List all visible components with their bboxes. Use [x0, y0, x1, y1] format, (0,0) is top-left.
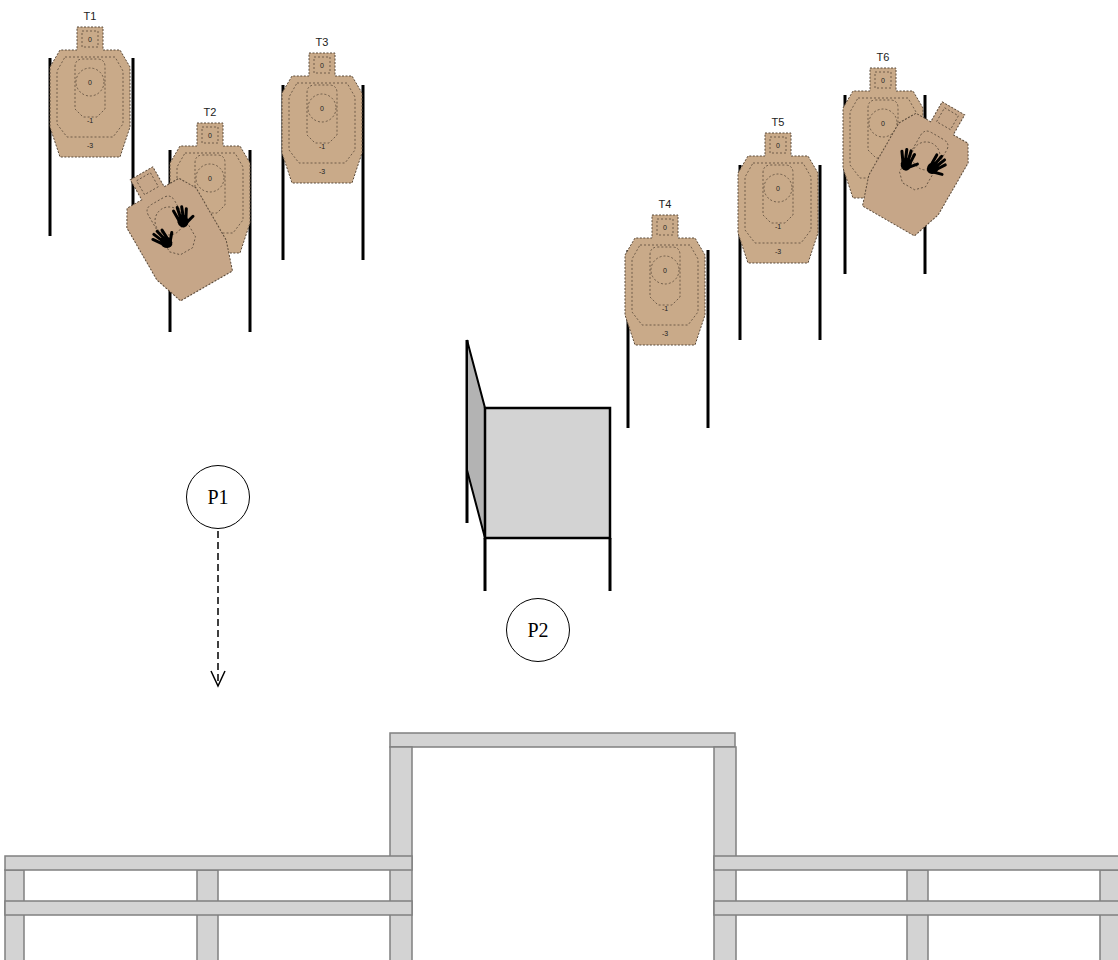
score-zone-value: 0 — [88, 79, 92, 86]
target: T3 0 0 -1 -3 — [277, 35, 367, 190]
score-zone-value: 0 — [881, 77, 885, 84]
movement-arrow — [211, 531, 225, 686]
target-drawing — [277, 35, 367, 190]
score-zone-value: -3 — [87, 142, 93, 149]
hand-icon — [151, 224, 178, 251]
score-zone-value: 0 — [208, 175, 212, 182]
score-zone-value: 0 — [663, 267, 667, 274]
score-zone-value: 0 — [881, 120, 885, 127]
score-zone-value: -1 — [662, 305, 668, 312]
target: T5 0 0 -1 -3 — [733, 115, 823, 270]
score-zone-value: 0 — [776, 185, 780, 192]
score-zone-value: 0 — [88, 36, 92, 43]
score-zone-value: -1 — [87, 117, 93, 124]
hand-icon — [899, 149, 920, 173]
target: T6 0 0 — [838, 50, 928, 205]
hand-icon — [924, 153, 951, 180]
fault-line-fence — [5, 733, 1118, 960]
target-shape — [625, 215, 705, 345]
position-marker: P1 — [186, 465, 250, 529]
score-zone-value: 0 — [663, 224, 667, 231]
target-label: T4 — [659, 199, 672, 210]
score-zone-value: -1 — [775, 223, 781, 230]
score-zone-value: 0 — [320, 62, 324, 69]
target-drawing — [165, 105, 255, 260]
position-marker: P2 — [506, 598, 570, 662]
no-shoot-target — [107, 153, 241, 306]
target-shape — [282, 53, 362, 183]
position-label: P2 — [527, 620, 548, 640]
score-zone-value: -1 — [319, 143, 325, 150]
target-label: T5 — [772, 117, 785, 128]
target-drawing — [45, 9, 135, 164]
target-shape — [738, 133, 818, 263]
target-drawing — [620, 197, 710, 352]
score-zone-value: -3 — [662, 330, 668, 337]
target-label: T2 — [204, 107, 217, 118]
barricade-wall — [467, 340, 610, 591]
target: T4 0 0 -1 -3 — [620, 197, 710, 352]
hand-icon — [173, 204, 195, 229]
target: T1 0 0 -1 -3 — [45, 9, 135, 164]
no-shoot-target — [854, 88, 988, 241]
target-label: T3 — [316, 37, 329, 48]
target: T2 0 0 — [165, 105, 255, 260]
score-zone-value: 0 — [776, 142, 780, 149]
target-label: T6 — [877, 52, 890, 63]
score-zone-value: 0 — [208, 132, 212, 139]
target-stands — [50, 58, 925, 428]
target-drawing — [838, 50, 928, 205]
score-zone-value: 0 — [320, 105, 324, 112]
score-zone-value: -3 — [319, 168, 325, 175]
target-shape — [50, 27, 130, 157]
position-label: P1 — [207, 487, 228, 507]
target-label: T1 — [84, 11, 97, 22]
score-zone-value: -3 — [775, 248, 781, 255]
target-drawing — [733, 115, 823, 270]
